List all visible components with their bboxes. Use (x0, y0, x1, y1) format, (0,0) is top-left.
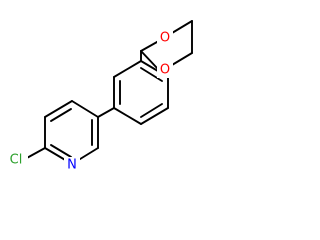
chlorine-label: Cl (10, 153, 23, 168)
molecule-structure: Cl N O O (6, 20, 193, 173)
double-bond (50, 108, 72, 122)
pyridine-ring (44, 100, 99, 165)
double-bond (140, 103, 163, 118)
biaryl-bond (97, 107, 115, 118)
bond (113, 60, 142, 78)
double-bond (140, 67, 163, 82)
atom-pyridine-nitrogen: N (64, 157, 80, 173)
atom-dioxane-oxygen-upper: O (157, 30, 173, 46)
atom-chlorine: Cl (6, 152, 28, 168)
bond (71, 100, 99, 118)
nitrogen-label: N (67, 158, 77, 173)
double-bond (50, 144, 72, 158)
atom-dioxane-oxygen-lower: O (157, 62, 173, 78)
bond (140, 50, 158, 69)
bond (44, 100, 73, 118)
bond (113, 107, 142, 125)
bond-to-chlorine (24, 147, 46, 160)
oxygen-label-lower: O (160, 63, 170, 78)
oxygen-label-upper: O (160, 31, 170, 46)
bond (140, 41, 158, 52)
bond (140, 107, 169, 125)
